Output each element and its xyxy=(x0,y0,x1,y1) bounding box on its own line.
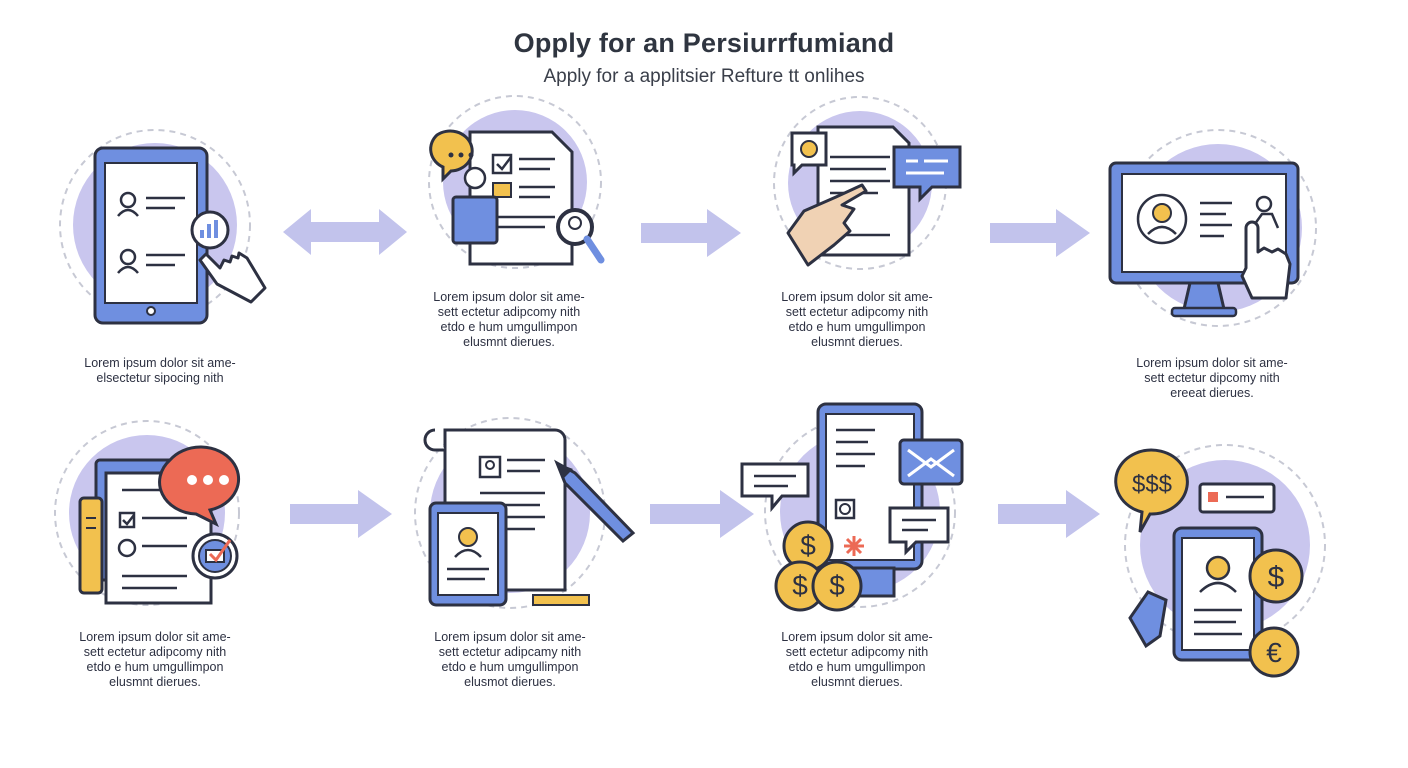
caption-line: sett ectetur adipcomy nith xyxy=(83,645,227,659)
caption-line: elusmnt dierues. xyxy=(811,675,903,689)
right-arrow-icon xyxy=(990,209,1090,257)
document-chat-search-icon xyxy=(428,95,605,269)
step-7-caption: Lorem ipsum dolor sit ame- sett ectetur … xyxy=(747,630,967,690)
caption-line: Lorem ipsum dolor sit ame- xyxy=(79,630,231,644)
step-2 xyxy=(415,95,625,285)
caption-line: elusmot dierues. xyxy=(464,675,556,689)
page-subtitle: Apply for a applitsier Refture tt onlihe… xyxy=(543,66,865,87)
step-3 xyxy=(768,95,978,285)
monitor-profile-touch-icon xyxy=(1108,129,1317,327)
caption-line: etdo e hum umgullimpon xyxy=(788,320,926,334)
document-pointing-hand-icon xyxy=(773,96,962,270)
coin-symbol: $ xyxy=(829,570,845,601)
caption-line: Lorem ipsum dolor sit ame- xyxy=(781,290,933,304)
caption-line: etdo e hum umgullimpon xyxy=(86,660,224,674)
checklist-chat-icon xyxy=(54,420,241,606)
step-4 xyxy=(1100,118,1340,338)
step-2-caption: Lorem ipsum dolor sit ame- sett ectetur … xyxy=(399,290,619,350)
right-arrow-icon xyxy=(290,490,392,538)
step-6-caption: Lorem ipsum dolor sit ame- sett ectetur … xyxy=(400,630,620,690)
caption-line: ereeat dierues. xyxy=(1170,386,1254,400)
profile-dollar-euro-icon: $$$ $ € xyxy=(1114,444,1326,678)
step-5 xyxy=(52,418,262,618)
dollar-icon: $ xyxy=(1268,561,1285,594)
caption-line: etdo e hum umgullimpon xyxy=(441,660,579,674)
coin-symbol: $ xyxy=(800,530,816,561)
step-6 xyxy=(405,415,645,615)
page-title: Opply for an Persiurrfumiand xyxy=(513,28,895,58)
step-7: $ $ $ xyxy=(740,400,970,615)
currency-bubble-text: $$$ xyxy=(1132,471,1172,498)
caption-line: Lorem ipsum dolor sit ame- xyxy=(84,356,236,370)
step-5-caption: Lorem ipsum dolor sit ame- sett ectetur … xyxy=(45,630,265,690)
caption-line: elusmnt dierues. xyxy=(463,335,555,349)
caption-line: Lorem ipsum dolor sit ame- xyxy=(434,630,586,644)
caption-line: Lorem ipsum dolor sit ame- xyxy=(1136,356,1288,370)
tablet-form-touch-icon xyxy=(59,129,267,325)
caption-line: sett ectetur dipcomy nith xyxy=(1144,371,1280,385)
step-8: $$$ $ € xyxy=(1110,430,1340,685)
right-arrow-icon xyxy=(998,490,1100,538)
right-arrow-icon xyxy=(650,490,754,538)
caption-line: elusmnt dierues. xyxy=(811,335,903,349)
caption-line: elusmnt dierues. xyxy=(109,675,201,689)
double-arrow-icon xyxy=(283,209,407,255)
caption-line: sett ectetur adipcomy nith xyxy=(785,645,929,659)
euro-icon: € xyxy=(1266,637,1282,668)
step-1 xyxy=(50,120,280,340)
caption-line: sett ectetur adipcomy nith xyxy=(785,305,929,319)
document-tablet-pen-icon xyxy=(414,417,636,609)
right-arrow-icon xyxy=(641,209,741,257)
coin-symbol: $ xyxy=(792,570,808,601)
caption-line: etdo e hum umgullimpon xyxy=(788,660,926,674)
tablet-coins-mail-icon: $ $ $ xyxy=(740,402,964,612)
caption-line: elsectetur sipocing nith xyxy=(96,371,224,385)
caption-line: Lorem ipsum dolor sit ame- xyxy=(433,290,585,304)
caption-line: Lorem ipsum dolor sit ame- xyxy=(781,630,933,644)
caption-line: sett ectetur adipcomy nith xyxy=(437,305,581,319)
caption-line: etdo e hum umgullimpon xyxy=(440,320,578,334)
step-3-caption: Lorem ipsum dolor sit ame- sett ectetur … xyxy=(747,290,967,350)
step-4-caption: Lorem ipsum dolor sit ame- sett ectetur … xyxy=(1102,356,1322,401)
caption-line: sett ectetur adipcamy nith xyxy=(438,645,582,659)
step-1-caption: Lorem ipsum dolor sit ame- elsectetur si… xyxy=(50,356,270,386)
dollar-coin-icon xyxy=(774,520,863,612)
